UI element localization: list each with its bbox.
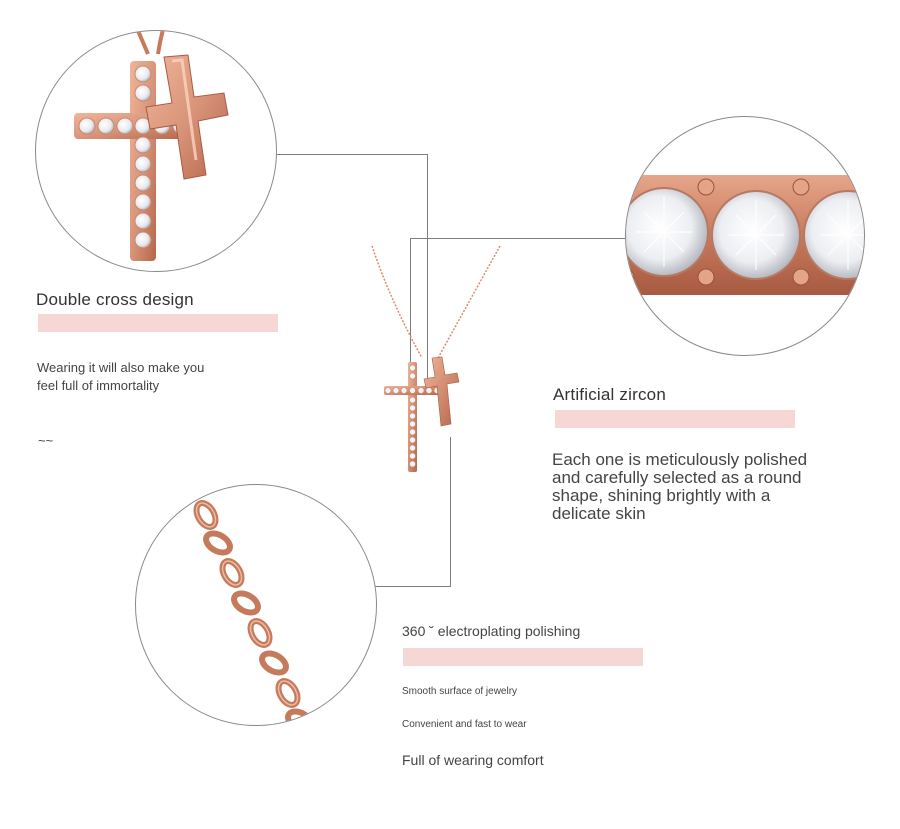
zircon-title: Artificial zircon xyxy=(553,385,666,404)
necklace-product-image xyxy=(360,240,510,480)
electroplating-accent-band xyxy=(403,648,643,666)
connector-line-double-cross-h xyxy=(276,154,428,155)
double-cross-title: Double cross design xyxy=(36,290,194,309)
chain-detail-circle xyxy=(135,484,377,726)
zircon-stone-icon xyxy=(626,175,864,295)
chain-link-icon xyxy=(193,500,315,725)
connector-line-zircon-h xyxy=(410,238,626,239)
electroplating-line-3: Full of wearing comfort xyxy=(402,752,544,768)
connector-line-chain-v xyxy=(450,437,451,587)
cross-pendant-icon xyxy=(371,245,501,472)
electroplating-title: 360 ˘ electroplating polishing xyxy=(402,623,581,639)
electroplating-line-1: Smooth surface of jewelry xyxy=(402,686,518,697)
electroplating-line-2: Convenient and fast to wear xyxy=(402,719,527,730)
cross-pendant-icon xyxy=(74,31,229,261)
connector-line-chain-h xyxy=(374,586,451,587)
zircon-accent-band xyxy=(555,410,795,428)
zircon-description: Each one is meticulously polished and ca… xyxy=(552,450,808,523)
double-cross-description: Wearing it will also make you feel full … xyxy=(37,360,205,393)
connector-line-zircon-v xyxy=(410,238,411,428)
double-cross-tilde: ~~ xyxy=(38,433,54,448)
zircon-detail-circle xyxy=(625,116,865,356)
double-cross-detail-circle xyxy=(35,30,277,272)
double-cross-accent-band xyxy=(38,314,278,332)
connector-line-double-cross-v xyxy=(427,154,428,387)
